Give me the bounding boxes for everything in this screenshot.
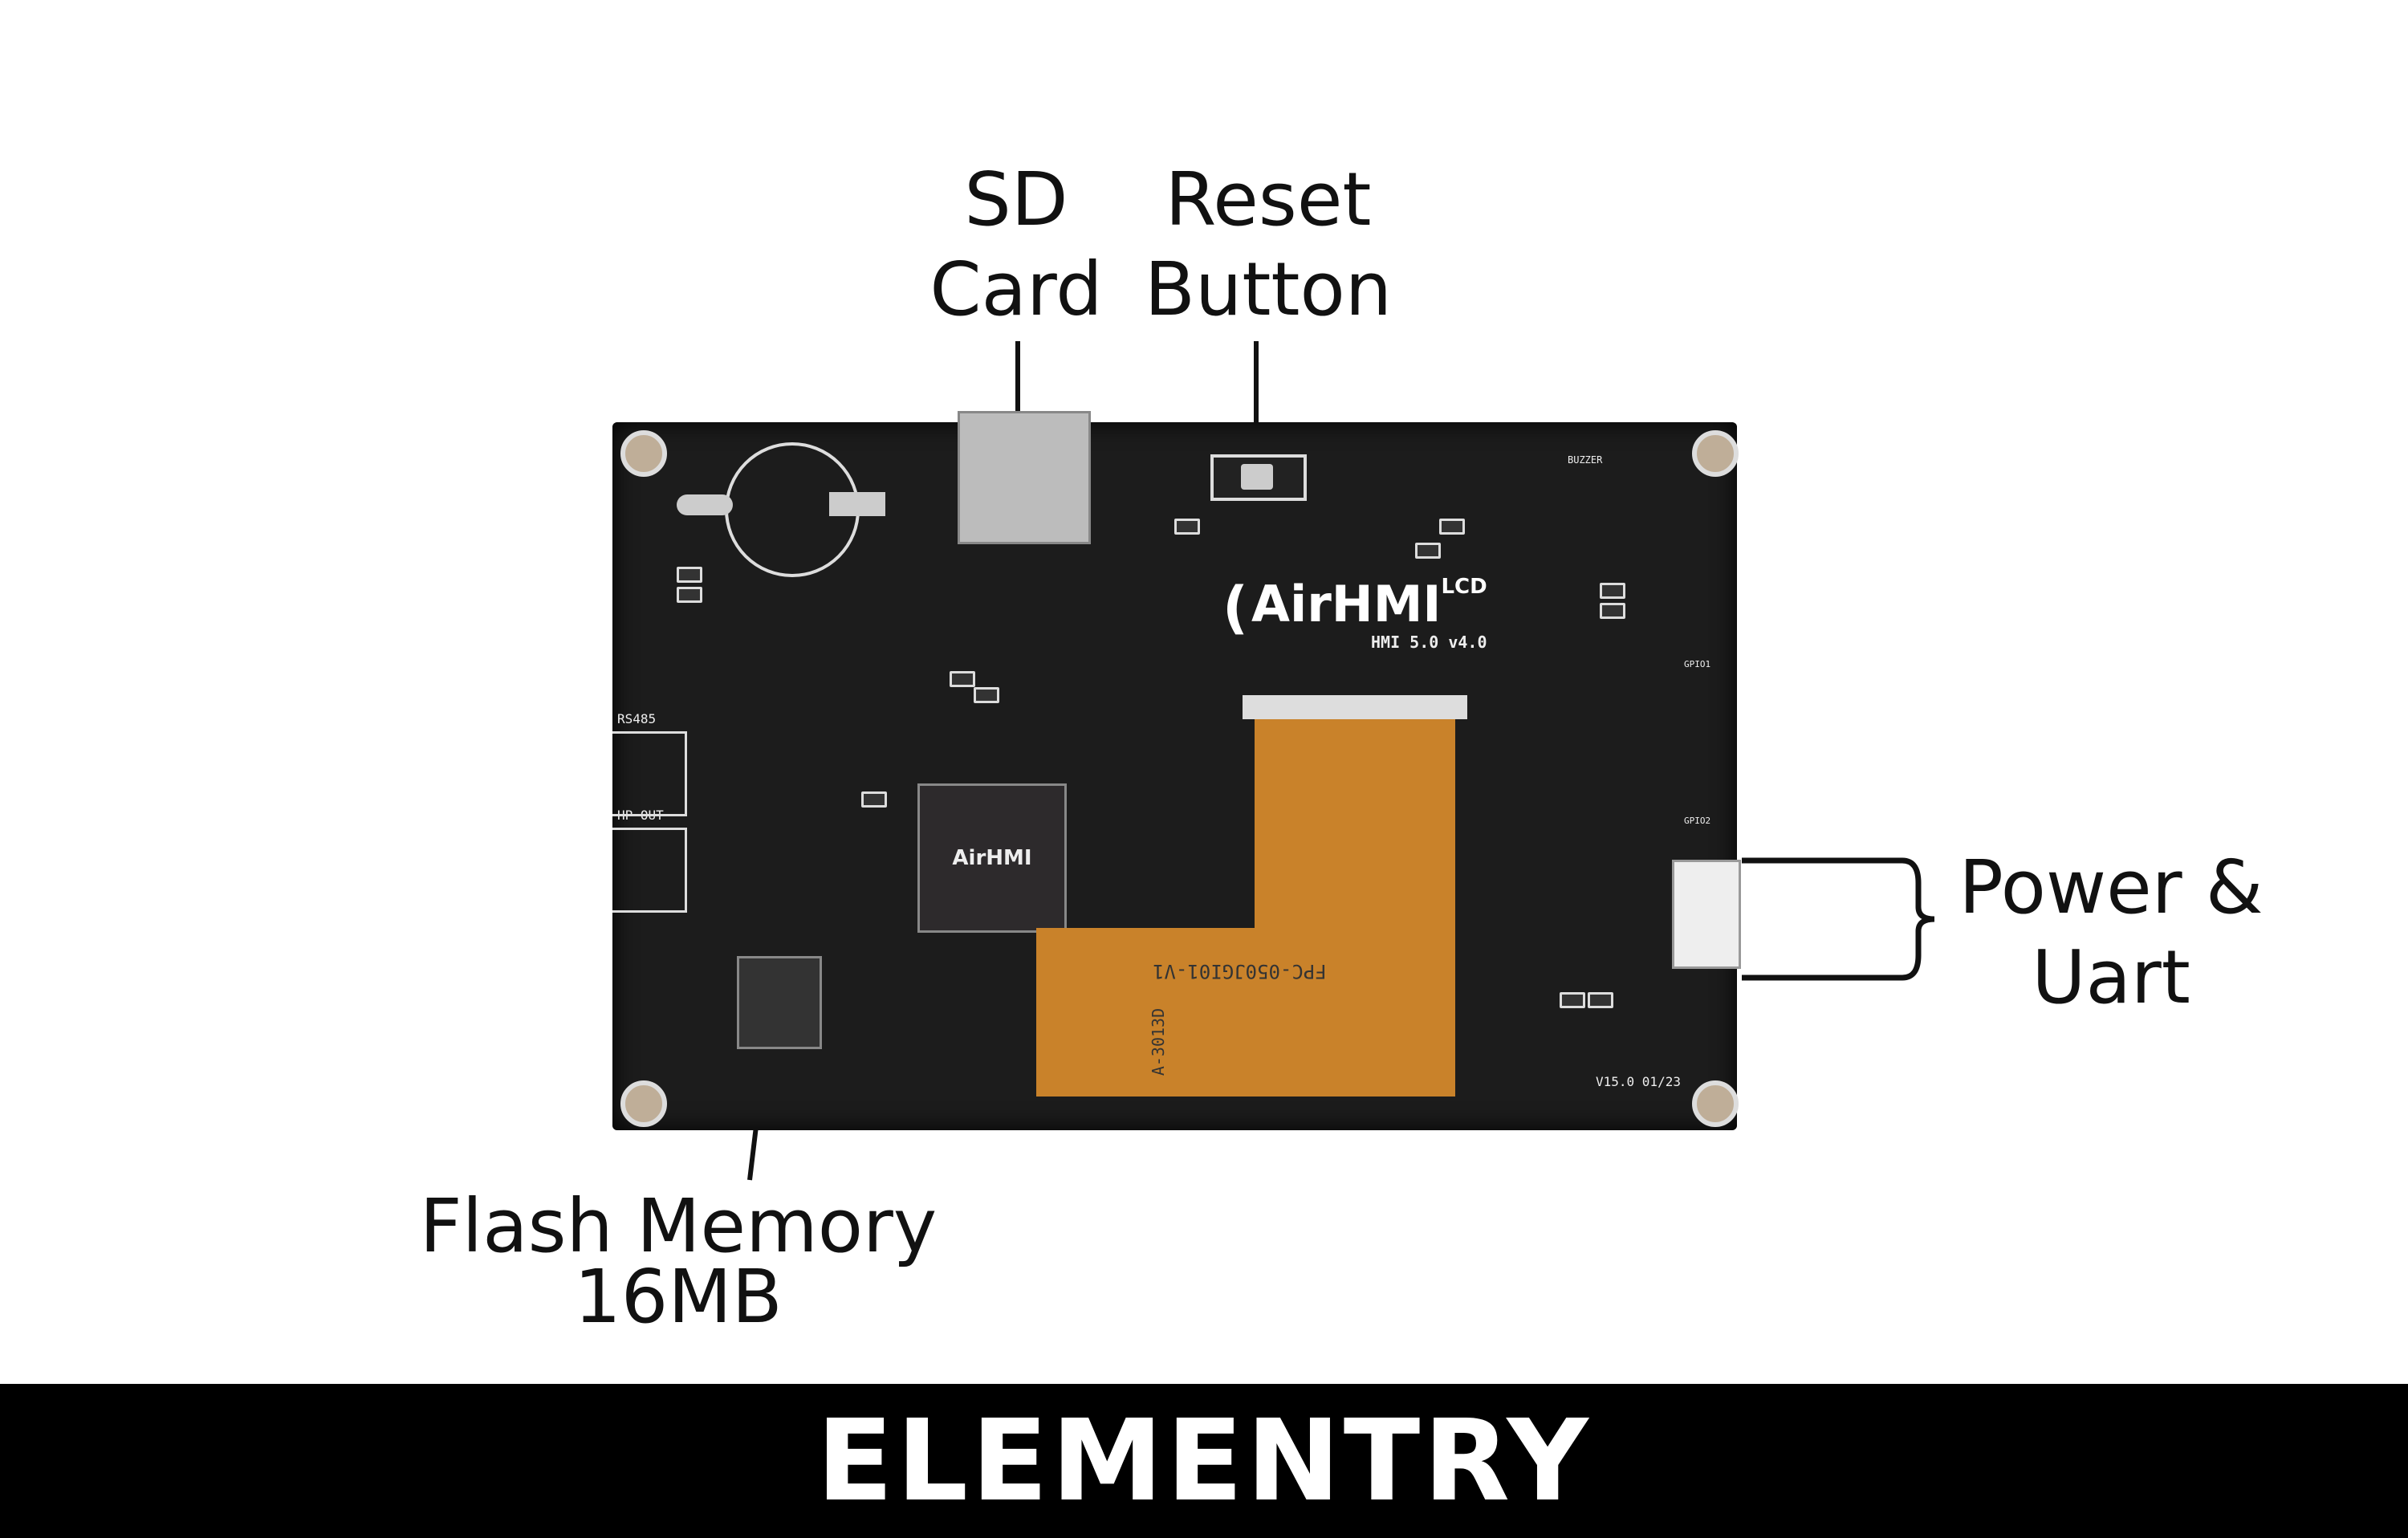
logo-text: AirHMI: [1251, 575, 1442, 633]
smd-component: [1560, 992, 1585, 1008]
label-line: Flash Memory: [419, 1183, 938, 1269]
mcu-chip: AirHMI: [917, 783, 1067, 933]
rs485-connector: [612, 731, 687, 816]
power-uart-label: Power & Uart: [1950, 843, 2272, 1023]
smd-component: [1588, 992, 1613, 1008]
fpc-connector: [1243, 695, 1467, 719]
buzzer-label: BUZZER: [1568, 454, 1603, 466]
logo-swoosh-icon: (: [1222, 575, 1248, 641]
smd-component: [1174, 519, 1200, 535]
flash-memory-label: Flash Memory 16MB: [401, 1182, 955, 1342]
label-line: 16MB: [574, 1254, 783, 1340]
sd-card-pointer: [1015, 341, 1020, 415]
rs485-label: RS485: [617, 711, 657, 726]
model-text: HMI 5.0 v4.0: [1371, 633, 1487, 652]
hp-out-connector: [612, 828, 687, 913]
power-uart-brace: [1742, 857, 1935, 981]
label-line: Button: [1144, 246, 1393, 332]
gpio1-label: GPIO1: [1684, 659, 1711, 669]
smd-component: [1439, 519, 1465, 535]
power-uart-connector: [1672, 860, 1741, 969]
airhmi-logo: ( AirHMI LCD: [1222, 575, 1487, 641]
smd-component: [861, 791, 887, 808]
brand-name: ELEMENTRY: [816, 1395, 1592, 1527]
fpc-ribbon: [1255, 719, 1455, 936]
battery-clip: [829, 492, 885, 516]
label-line: SD: [964, 157, 1068, 242]
mounting-hole: [620, 1080, 667, 1127]
label-line: Power &: [1959, 844, 2264, 930]
footer-banner: ELEMENTRY: [0, 1384, 2408, 1538]
smd-component: [677, 567, 702, 583]
mounting-hole: [620, 430, 667, 477]
gpio2-label: GPIO2: [1684, 816, 1711, 826]
fpc-code: A-3013D: [1149, 1007, 1169, 1076]
smd-component: [1415, 543, 1441, 559]
smd-component: [1600, 583, 1625, 599]
fpc-ribbon: FPC-050JGI01-V1 A-3013D: [1036, 928, 1455, 1097]
smd-component: [1600, 603, 1625, 619]
label-line: Uart: [2032, 934, 2190, 1020]
pcb-board: ( AirHMI LCD HMI 5.0 v4.0 AirHMI RS485 H…: [612, 411, 1741, 1130]
flash-memory-chip: [737, 956, 822, 1049]
mounting-hole: [1692, 1080, 1739, 1127]
logo-sup: LCD: [1441, 575, 1487, 599]
sd-card-label: SD Card: [920, 155, 1112, 335]
label-line: Card: [929, 246, 1103, 332]
smd-component: [974, 687, 999, 703]
fpc-label: FPC-050JGI01-V1: [1153, 960, 1327, 983]
smd-component: [677, 587, 702, 603]
reset-button-label: Reset Button: [1140, 155, 1397, 335]
battery-clip: [677, 494, 733, 515]
reset-button[interactable]: [1210, 454, 1307, 501]
version-label: V15.0 01/23: [1596, 1074, 1681, 1089]
chip-logo: AirHMI: [952, 846, 1032, 870]
reset-button-pointer: [1254, 341, 1259, 449]
smd-component: [950, 671, 975, 687]
mounting-hole: [1692, 430, 1739, 477]
label-line: Reset: [1165, 157, 1372, 242]
sd-card-slot: [958, 411, 1091, 544]
